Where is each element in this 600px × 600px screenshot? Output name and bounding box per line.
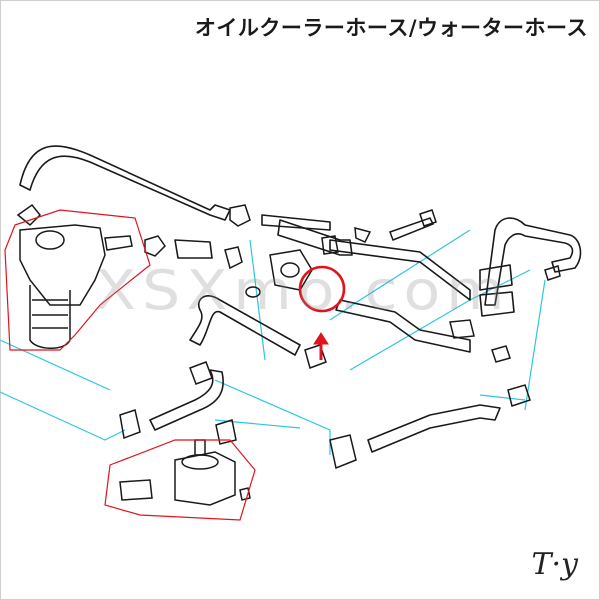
highlight-marks <box>4 209 346 521</box>
watermark: XSXmo.com <box>95 259 511 323</box>
arrow-up-icon <box>313 332 329 360</box>
page-title: オイルクーラーホース/ウォーターホース <box>194 16 588 40</box>
components <box>16 203 561 506</box>
signature: T·y <box>531 547 579 582</box>
hoses <box>19 145 582 453</box>
highlight-circle <box>298 265 346 313</box>
